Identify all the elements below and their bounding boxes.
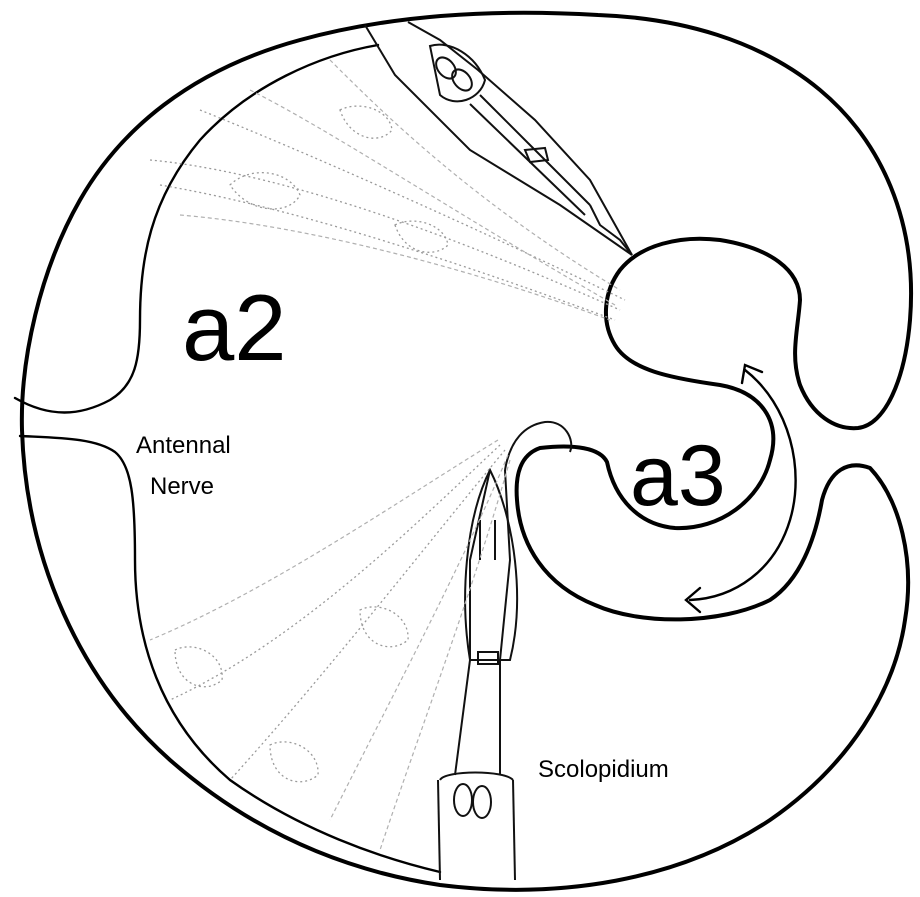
label-scolopidium: Scolopidium — [538, 756, 669, 783]
label-a2: a2 — [182, 275, 287, 380]
label-a3: a3 — [630, 428, 726, 524]
arrowhead-top-icon — [742, 365, 762, 383]
label-antennal-nerve-line1: Antennal — [136, 432, 231, 459]
lower-scolopidium — [438, 422, 571, 880]
label-antennal-nerve-line2: Nerve — [150, 473, 214, 500]
upper-scolopidium — [365, 22, 632, 255]
